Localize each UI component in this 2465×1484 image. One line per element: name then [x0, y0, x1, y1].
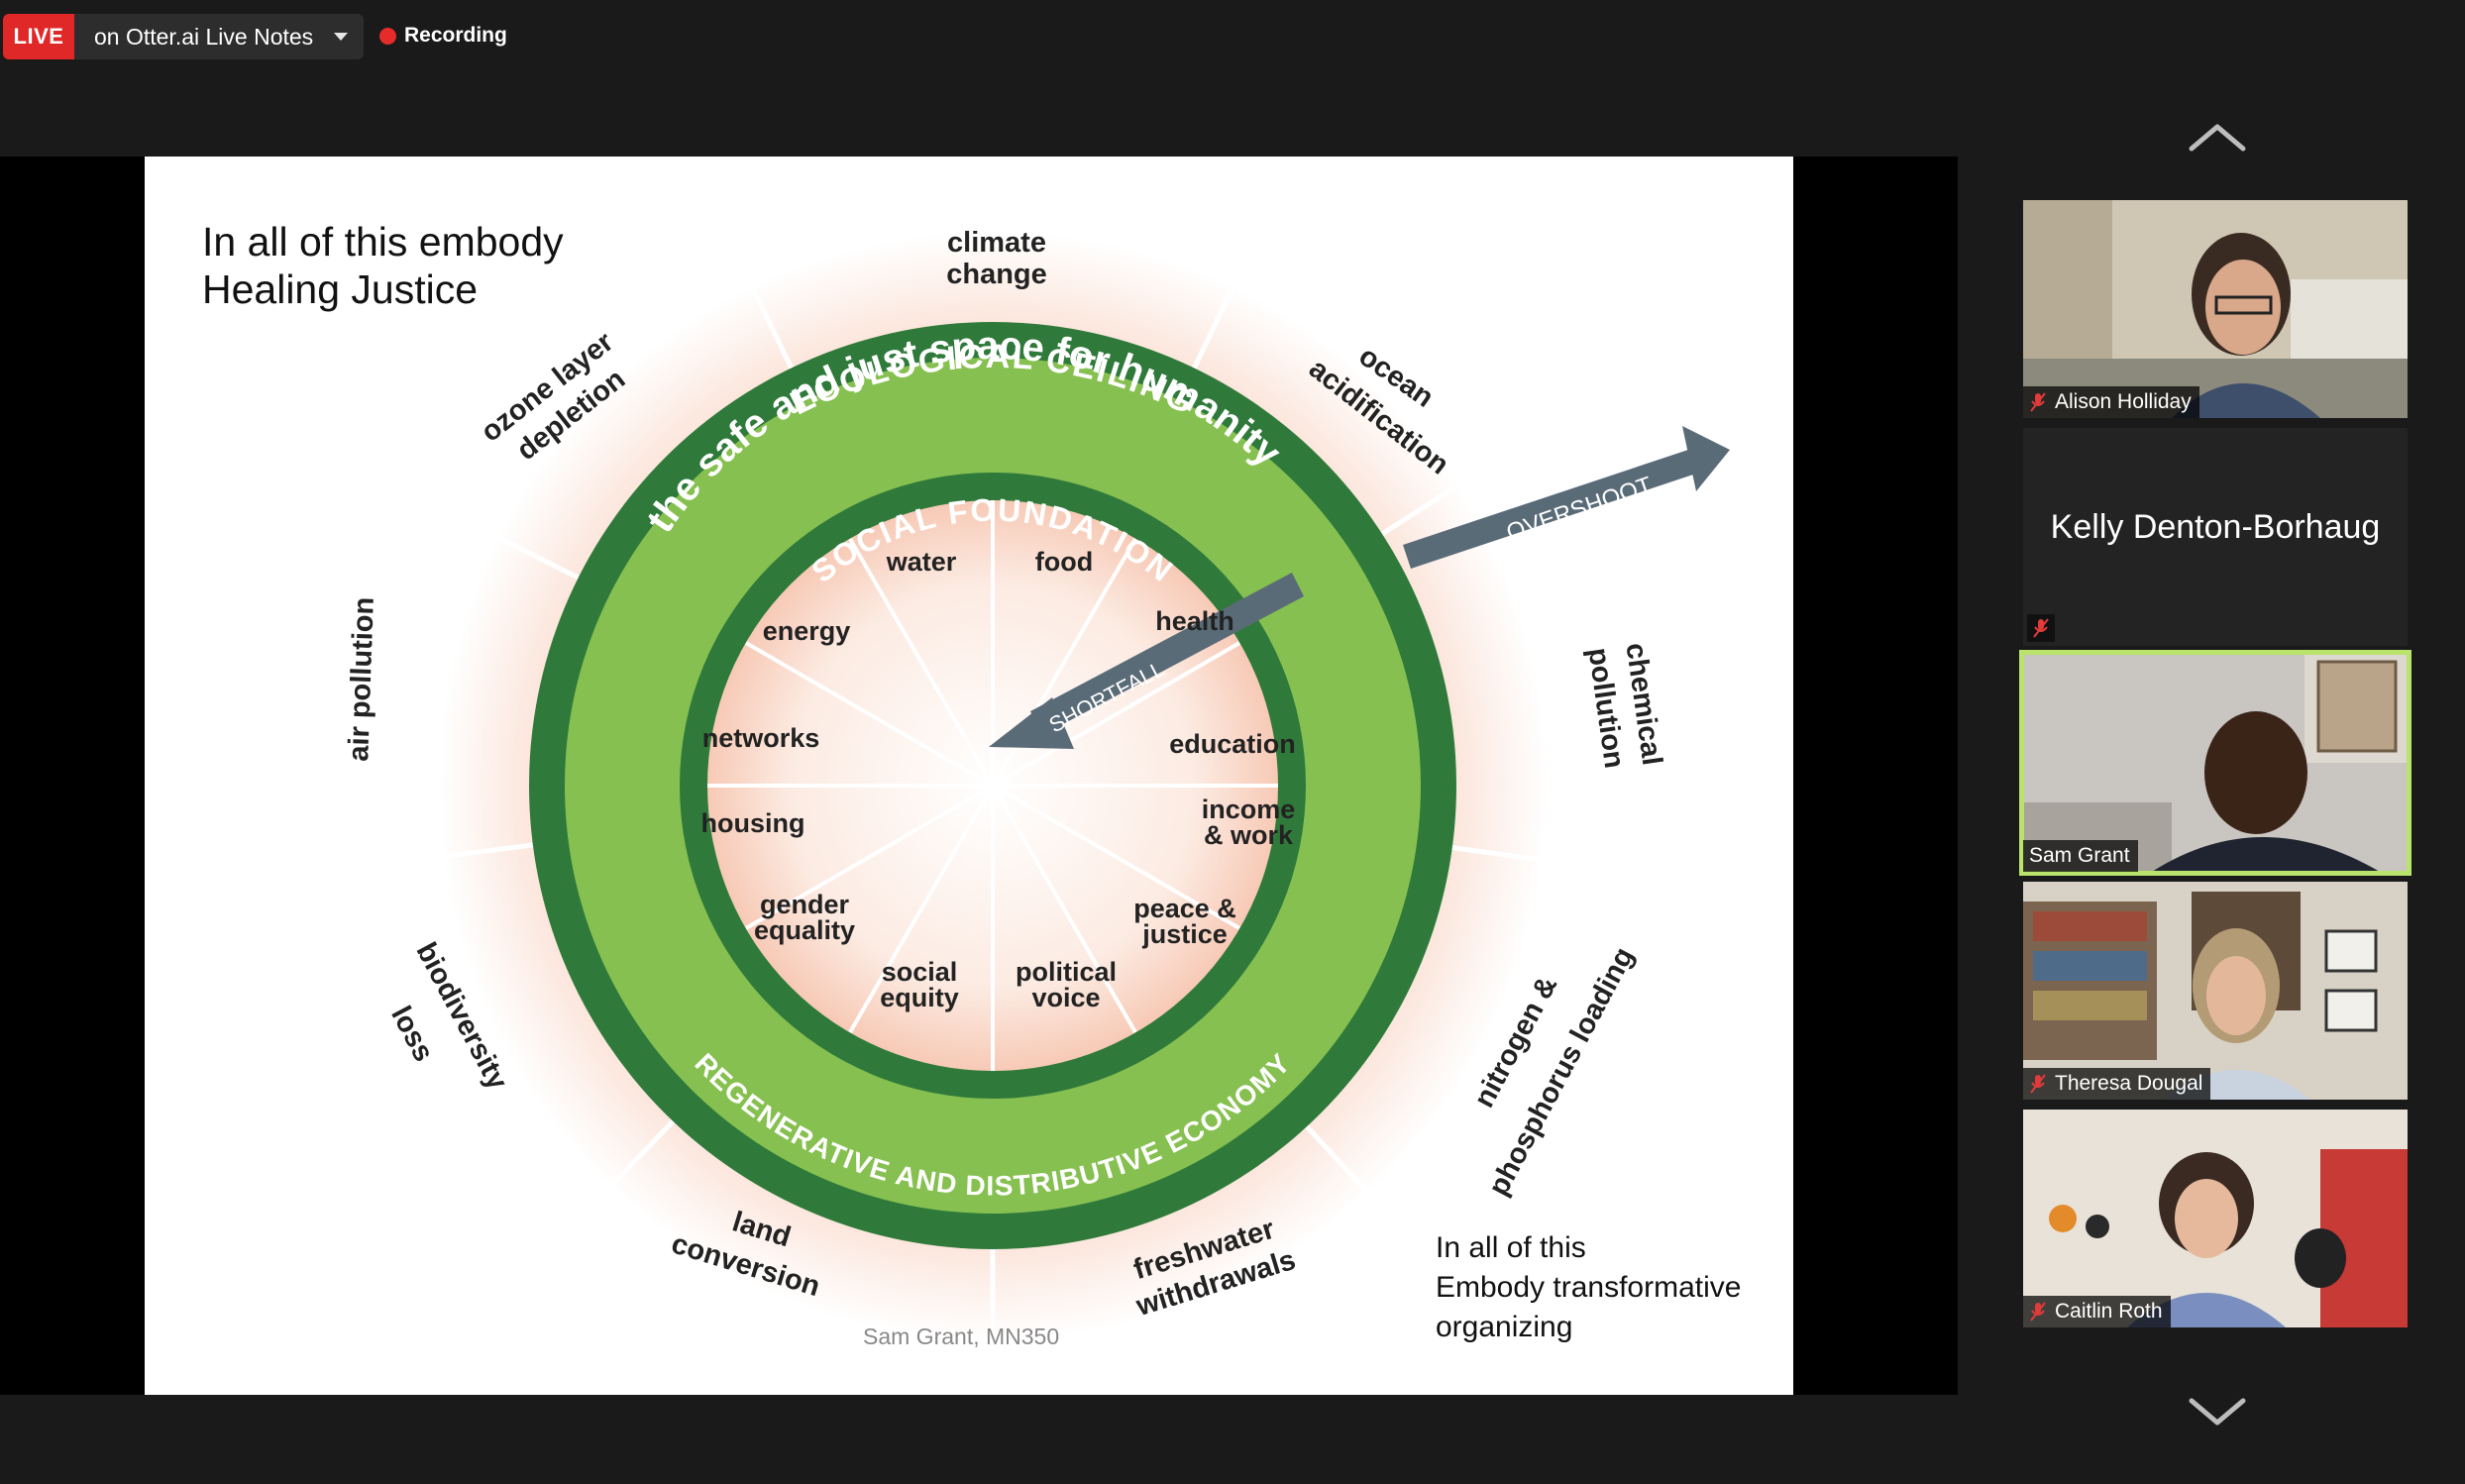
meeting-top-bar: LIVE on Otter.ai Live Notes Recording	[0, 0, 2465, 69]
recording-label: Recording	[404, 24, 507, 47]
label-peace-1: peace &	[1133, 894, 1236, 923]
presentation-slide: OVERSHOOT SHORTFALL ECOLOGICAL CEILING t…	[145, 157, 1793, 1395]
label-air: air pollution	[343, 596, 380, 762]
participant-video	[2023, 882, 2408, 1100]
scroll-up-chevron-icon[interactable]	[2188, 119, 2247, 155]
live-target-dropdown[interactable]: on Otter.ai Live Notes	[74, 14, 364, 59]
mic-muted-icon	[2033, 618, 2049, 638]
record-dot-icon	[379, 27, 396, 45]
mic-muted-icon	[2030, 392, 2046, 412]
label-social-2: equity	[880, 983, 959, 1012]
slide-heading-top: In all of this embody Healing Justice	[202, 219, 564, 312]
label-health: health	[1155, 606, 1234, 636]
label-education: education	[1169, 729, 1296, 759]
participant-tile-theresa-dougal[interactable]: Theresa Dougal	[2023, 882, 2408, 1100]
participant-name-tag: Theresa Dougal	[2023, 1068, 2211, 1100]
label-gender-1: gender	[760, 890, 850, 919]
label-networks: networks	[702, 723, 820, 753]
doughnut-diagram: OVERSHOOT SHORTFALL ECOLOGICAL CEILING t…	[343, 227, 1730, 1375]
label-climate-2: change	[946, 259, 1047, 290]
label-political-2: voice	[1031, 983, 1100, 1012]
live-target-label: on Otter.ai Live Notes	[94, 23, 314, 50]
label-food: food	[1035, 547, 1093, 577]
label-housing: housing	[701, 808, 805, 838]
label-peace-2: justice	[1141, 919, 1228, 949]
shared-screen: OVERSHOOT SHORTFALL ECOLOGICAL CEILING t…	[0, 157, 1958, 1395]
label-political-1: political	[1016, 957, 1117, 987]
label-social-1: social	[882, 957, 958, 987]
participant-video	[2023, 1110, 2408, 1327]
mic-muted-icon	[2030, 1074, 2046, 1094]
slide-heading-bottom: In all of this Embody transformative org…	[1436, 1231, 1742, 1343]
label-energy: energy	[763, 616, 851, 646]
label-climate-1: climate	[947, 227, 1046, 259]
recording-indicator[interactable]: Recording	[379, 24, 507, 48]
label-biodiversity-2: loss	[384, 1002, 439, 1067]
participant-tile-kelly-denton-borhaug[interactable]: Kelly Denton-Borhaug	[2023, 428, 2408, 646]
participant-name-display: Kelly Denton-Borhaug	[2050, 507, 2381, 546]
live-stream-control[interactable]: LIVE on Otter.ai Live Notes	[3, 14, 364, 59]
participant-tile-alison-holliday[interactable]: Alison Holliday	[2023, 200, 2408, 418]
participant-name-tag: Alison Holliday	[2023, 386, 2199, 418]
participant-name-tag: Caitlin Roth	[2023, 1296, 2171, 1327]
scroll-down-chevron-icon[interactable]	[2188, 1395, 2247, 1431]
participant-video	[2023, 200, 2408, 418]
participant-tile-caitlin-roth[interactable]: Caitlin Roth	[2023, 1110, 2408, 1327]
label-income-2: & work	[1204, 820, 1294, 850]
live-badge[interactable]: LIVE	[3, 14, 74, 59]
participant-video	[2023, 654, 2408, 872]
slide-credit: Sam Grant, MN350	[863, 1324, 1060, 1349]
participant-tile-sam-grant[interactable]: Sam Grant	[2019, 650, 2411, 876]
mic-muted-badge	[2027, 614, 2055, 642]
label-water: water	[886, 547, 957, 577]
label-gender-2: equality	[754, 915, 855, 945]
chevron-down-icon[interactable]	[334, 33, 348, 41]
label-income-1: income	[1202, 795, 1296, 824]
mic-muted-icon	[2030, 1302, 2046, 1322]
participant-name-tag: Sam Grant	[2023, 840, 2138, 872]
